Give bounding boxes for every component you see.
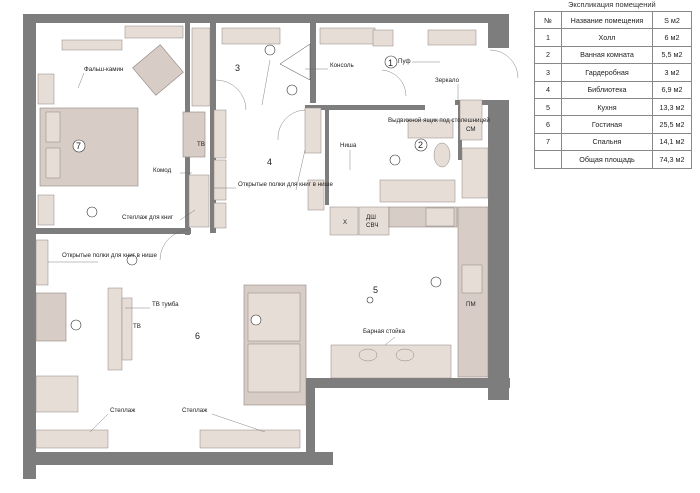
row-name: Спальня	[561, 132, 653, 152]
label-microwave: СВЧ	[366, 222, 378, 229]
label-washer: СМ	[466, 126, 476, 133]
bedroom-dresser	[182, 111, 206, 158]
label-fridge: Х	[343, 219, 347, 226]
row-name: Холл	[561, 28, 653, 47]
row-number: 7	[534, 132, 562, 152]
row-area: 14,1 м2	[652, 132, 692, 152]
label-rack-1: Стеллаж	[110, 407, 136, 414]
room-number-4: 4	[267, 157, 272, 167]
row-name: Гостиная	[561, 115, 653, 134]
room-number-2: 2	[418, 140, 423, 150]
label-rack-2: Стеллаж	[182, 407, 208, 414]
room-number-markers: 7 3 1 2 4 5 6	[72, 55, 428, 341]
room-number-5: 5	[373, 285, 378, 295]
row-area: 13,3 м2	[652, 97, 692, 117]
label-console: Консоль	[330, 62, 354, 69]
row-number: 5	[534, 97, 562, 117]
hall-furniture	[191, 27, 489, 229]
row-area: 25,5 м2	[652, 115, 692, 134]
row-area: 6,9 м2	[652, 80, 692, 99]
label-tv-bedroom: ТВ	[197, 141, 205, 148]
label-dishwasher: ДШ	[366, 214, 376, 221]
row-area: 3 м2	[652, 63, 692, 82]
people	[70, 44, 442, 331]
annotations: Фальш-камин Консоль Пуф Зеркало ТВ Комод…	[48, 58, 490, 433]
table-header-name: Название помещения	[561, 10, 653, 30]
room-number-6: 6	[195, 331, 200, 341]
label-tv-stand: ТВ тумба	[152, 301, 179, 308]
door-swings	[159, 49, 519, 261]
row-number: 4	[534, 80, 562, 99]
room-number-3: 3	[235, 63, 240, 73]
table-header-number: №	[534, 10, 562, 30]
total-area: 74,3 м2	[652, 150, 692, 169]
row-number: 2	[534, 45, 562, 65]
total-empty	[534, 150, 562, 169]
living-furniture	[35, 239, 307, 449]
row-name: Гардеробная	[561, 63, 653, 82]
label-bar-counter: Барная стойка	[363, 328, 405, 335]
label-bookshelf: Стеллаж для книг	[122, 214, 174, 221]
row-number: 1	[534, 28, 562, 47]
kitchen-furniture	[329, 206, 489, 379]
label-mirror: Зеркало	[435, 77, 460, 84]
total-label: Общая площадь	[561, 150, 653, 169]
bedroom-furniture	[37, 25, 210, 228]
label-false-fireplace: Фальш-камин	[84, 66, 123, 73]
outer-walls	[23, 14, 510, 479]
row-name: Библиотека	[561, 80, 653, 99]
row-area: 5,5 м2	[652, 45, 692, 65]
label-niche: Ниша	[340, 142, 357, 149]
table-header-row: № Название помещения S м2	[534, 10, 692, 30]
explication-title: Экспликация помещений	[568, 0, 656, 9]
label-pouf: Пуф	[398, 58, 411, 65]
label-drawer: Выдвижной ящик под столешницей	[388, 117, 490, 124]
room-number-7: 7	[76, 141, 81, 151]
label-dresser: Комод	[153, 167, 172, 174]
row-area: 6 м2	[652, 28, 692, 47]
row-name: Ванная комната	[561, 45, 653, 65]
row-number: 6	[534, 115, 562, 134]
label-oven: ПМ	[466, 301, 476, 308]
label-open-shelves-niche: Открытые полки для книг в нише	[238, 181, 334, 188]
room-number-1: 1	[388, 58, 393, 68]
table-header-area: S м2	[652, 10, 692, 30]
row-name: Кухня	[561, 97, 653, 117]
row-number: 3	[534, 63, 562, 82]
label-open-shelves-niche-2: Открытые полки для книг в нише	[62, 252, 158, 259]
label-tv-living: ТВ	[133, 323, 141, 330]
